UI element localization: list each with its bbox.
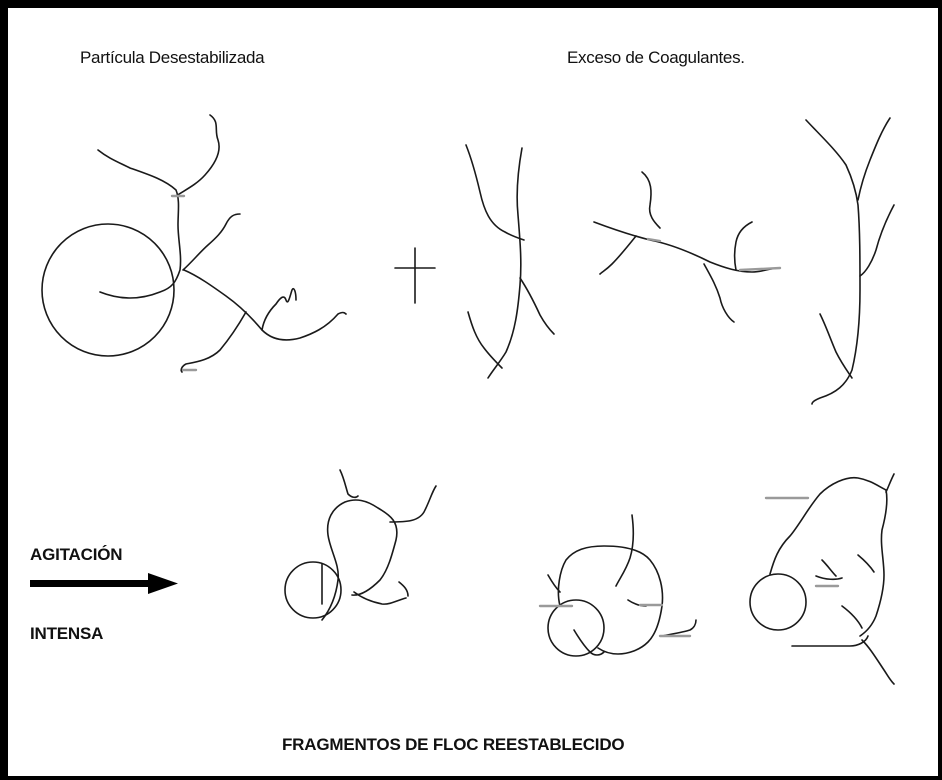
destabilized-particle-group bbox=[42, 115, 346, 372]
particle-circle bbox=[42, 224, 174, 356]
reformed-floc-3 bbox=[750, 474, 894, 684]
right-arrow-icon bbox=[30, 573, 178, 594]
coagulant-chain-2 bbox=[594, 172, 780, 322]
reformed-floc-2 bbox=[540, 515, 696, 656]
particle-circle bbox=[285, 562, 341, 618]
particle-circle bbox=[548, 600, 604, 656]
polymer-chain bbox=[176, 115, 219, 196]
reformed-floc-1 bbox=[285, 470, 436, 620]
coagulant-chain-1 bbox=[466, 145, 554, 378]
plus-sign bbox=[395, 248, 435, 303]
coagulant-chain-3 bbox=[806, 118, 894, 404]
bridge-segment bbox=[740, 268, 780, 270]
polymer-chain bbox=[181, 312, 246, 372]
particle-circle bbox=[750, 574, 806, 630]
polymer-chain bbox=[262, 289, 296, 330]
polymer-chain bbox=[184, 270, 346, 340]
polymer-chain bbox=[183, 214, 240, 270]
